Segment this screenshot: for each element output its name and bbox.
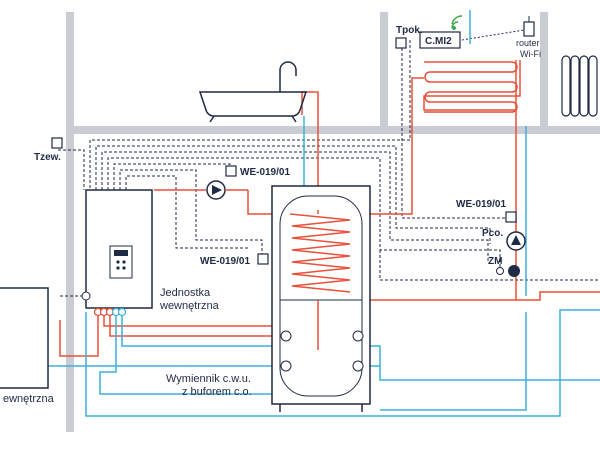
dhw-tank: Wymiennik c.w.u. z buforem c.o. bbox=[166, 185, 371, 412]
radiator-icon bbox=[561, 55, 598, 117]
building-walls bbox=[66, 12, 600, 432]
indoor-unit: Jednostka wewnętrzna bbox=[81, 189, 220, 317]
valve-zm: ZM bbox=[488, 256, 520, 277]
floor-heating-coil bbox=[424, 61, 518, 113]
indoor-unit-label-1: Jednostka bbox=[160, 287, 211, 299]
pco-label: Pco. bbox=[482, 228, 503, 239]
cmi2-label: C.MI2 bbox=[425, 36, 452, 47]
sensor-right-label: WE-019/01 bbox=[456, 199, 506, 210]
tzew-label: Tzew. bbox=[34, 152, 61, 163]
router-icon: router Wi-Fi bbox=[516, 16, 541, 59]
outdoor-unit: ewnętrzna bbox=[0, 287, 55, 405]
bathtub-icon bbox=[198, 61, 308, 123]
tank-label-2: z buforem c.o. bbox=[182, 386, 252, 398]
outdoor-unit-label: ewnętrzna bbox=[3, 393, 55, 405]
wifi-label: Wi-Fi bbox=[520, 49, 541, 59]
indoor-unit-label-2: wewnętrzna bbox=[159, 300, 220, 312]
sensor-tpok: Tpok. bbox=[395, 25, 423, 49]
sensor-we019-mid: WE-019/01 bbox=[200, 253, 269, 267]
zm-label: ZM bbox=[488, 256, 502, 267]
sensor-we019-right: WE-019/01 bbox=[456, 199, 517, 223]
tpok-label: Tpok. bbox=[396, 25, 423, 36]
router-label: router bbox=[516, 38, 540, 48]
room-thermostat: C.MI2 bbox=[419, 31, 461, 49]
sensor-mid-label: WE-019/01 bbox=[200, 256, 250, 267]
pump-pco: Pco. bbox=[482, 228, 526, 251]
tank-coil-icon bbox=[289, 213, 351, 293]
sensor-top-label: WE-019/01 bbox=[240, 167, 290, 178]
wifi-icon bbox=[451, 15, 463, 30]
tank-label-1: Wymiennik c.w.u. bbox=[166, 373, 251, 385]
valve-icon bbox=[117, 307, 127, 317]
sensor-tzew: Tzew. bbox=[34, 137, 63, 163]
sensor-we019-top: WE-019/01 bbox=[225, 165, 290, 178]
pump-icon bbox=[206, 180, 248, 200]
